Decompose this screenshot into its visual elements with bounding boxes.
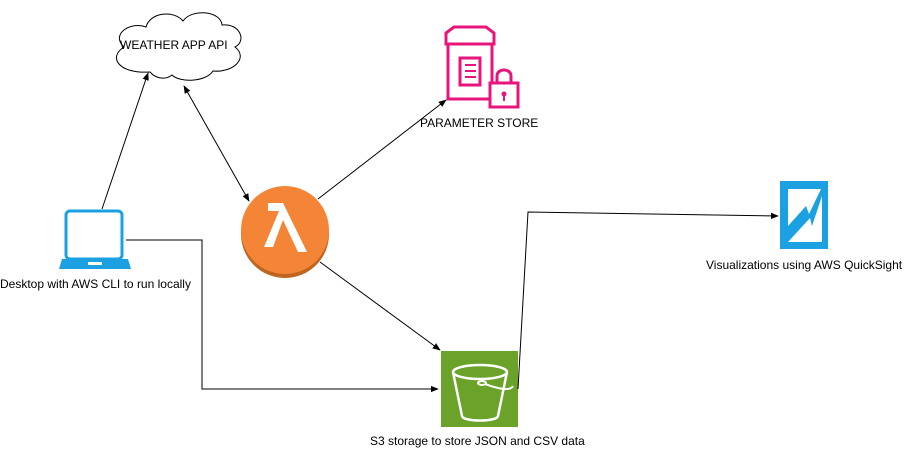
quicksight-label: Visualizations using AWS QuickSight [706,258,903,272]
edge-desktop-to-api [101,72,149,210]
weather-api-label: WEATHER APP API [120,38,228,52]
edge-api-lambda [183,85,250,202]
parameter-store-label: PARAMETER STORE [420,116,539,130]
edge-desktop-to-s3 [126,239,439,393]
laptop-icon [59,209,131,269]
cloud-icon [116,12,242,81]
lambda-icon [241,186,329,278]
edge-s3-to-quicksight [517,211,779,390]
edge-lambda-to-parameter-store [317,99,447,200]
parameter-store-icon [444,25,520,109]
edge-lambda-to-s3 [319,261,441,351]
desktop-label: Desktop with AWS CLI to run locally [0,277,191,291]
s3-bucket-icon [441,351,518,427]
s3-label: S3 storage to store JSON and CSV data [370,434,585,448]
quicksight-icon [780,181,828,249]
